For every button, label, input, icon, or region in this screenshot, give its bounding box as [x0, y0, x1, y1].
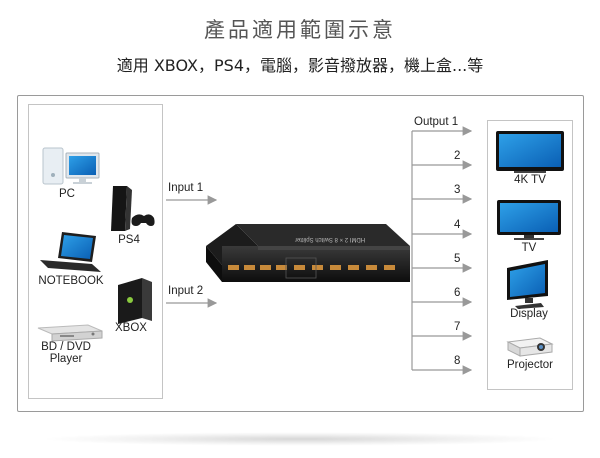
output-2-label: 2 [454, 150, 461, 162]
output-6-label: 6 [454, 287, 461, 299]
display-monitor-icon [507, 260, 548, 309]
output-7-label: 7 [454, 321, 461, 333]
display-label-4k-tv: 4K TV [514, 174, 546, 186]
source-label-xbox: XBOX [115, 322, 147, 334]
4k-tv-icon [496, 131, 564, 173]
output-1-label: Output 1 [414, 116, 459, 128]
ps4-icon [111, 186, 155, 231]
splitter-model-label: HDMI 2 × 8 Switch Splitter [295, 236, 365, 242]
xbox-icon [118, 278, 152, 324]
display-label-tv: TV [521, 242, 537, 254]
input-2-label: Input 2 [168, 285, 204, 297]
display-label-projector: Projector [506, 359, 554, 371]
output-8-label: 8 [454, 355, 461, 367]
source-label-ps4: PS4 [118, 234, 140, 246]
projector-icon [506, 337, 554, 357]
notebook-icon [40, 232, 101, 272]
hdmi-splitter-device: HDMI 2 × 8 Switch Splitter [206, 224, 410, 282]
source-label-notebook: NOTEBOOK [38, 275, 104, 287]
output-3-label: 3 [454, 184, 461, 196]
input-1-label: Input 1 [168, 182, 204, 194]
display-label-display: Display [510, 308, 548, 320]
output-5-label: 5 [454, 253, 461, 265]
tv-icon [497, 200, 561, 240]
source-label-bd-dvd: BD / DVD [41, 341, 91, 353]
output-4-label: 4 [454, 219, 461, 231]
source-label-pc: PC [59, 188, 75, 200]
output-arrows [411, 126, 473, 375]
source-label-player: Player [49, 353, 83, 365]
frame-shadow [40, 432, 560, 446]
pc-icon [42, 147, 100, 185]
page-subtitle: 適用 XBOX，PS4，電腦，影音撥放器，機上盒...等 [116, 56, 484, 75]
dvd-player-icon [37, 324, 103, 342]
page-title: 產品適用範圍示意 [204, 18, 396, 42]
